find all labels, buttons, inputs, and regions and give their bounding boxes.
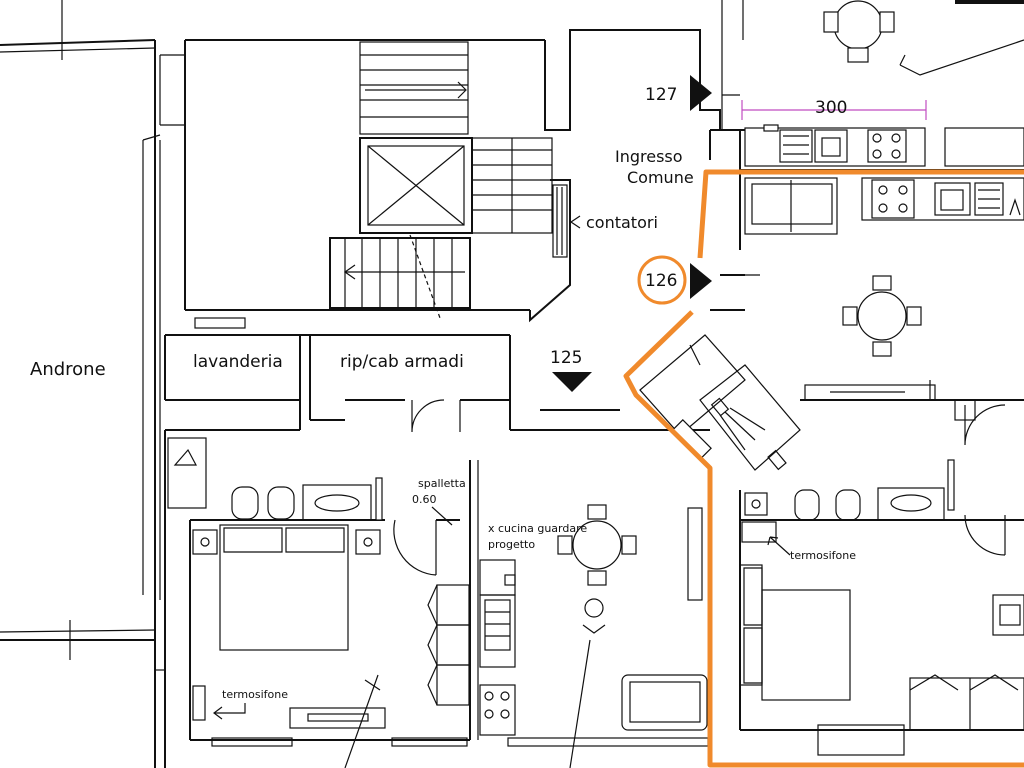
unit-127-arrow-icon bbox=[690, 75, 712, 111]
ingresso-label-line2: Comune bbox=[627, 168, 694, 187]
left-apartment bbox=[164, 429, 710, 768]
contatori-box bbox=[552, 184, 568, 258]
ingresso-label-line1: Ingresso bbox=[615, 147, 683, 166]
unit-125-label: 125 bbox=[550, 348, 582, 368]
unit-126-boundary-top bbox=[697, 169, 1024, 259]
androne-label: Androne bbox=[30, 359, 106, 380]
termosifone-left-label: termosifone bbox=[222, 688, 288, 701]
unit-127-area bbox=[741, 0, 1024, 167]
unit-126-area bbox=[639, 169, 1024, 756]
unit-127-label: 127 bbox=[645, 85, 677, 105]
lavanderia-label: lavanderia bbox=[193, 352, 283, 372]
unit-126-highlight-circle bbox=[637, 255, 687, 305]
spalletta-label: spalletta bbox=[418, 477, 466, 490]
contatori-label: contatori bbox=[586, 213, 658, 232]
unit-125-arrow-icon bbox=[552, 372, 592, 392]
termosifone-right-label: termosifone bbox=[790, 549, 856, 562]
common-corridor bbox=[699, 0, 745, 311]
androne-area bbox=[0, 0, 166, 768]
cucina-note-line2: progetto bbox=[488, 538, 535, 551]
unit-126-label[interactable]: 126 bbox=[645, 271, 677, 291]
service-rooms bbox=[164, 334, 620, 433]
stairwell bbox=[159, 0, 744, 329]
unit-126-boundary bbox=[623, 310, 1024, 768]
rip-cab-label: rip/cab armadi bbox=[340, 352, 464, 372]
dimension-label: 300 bbox=[815, 98, 847, 118]
cucina-note-line1: x cucina guardare bbox=[488, 522, 587, 535]
unit-126-arrow-icon bbox=[690, 263, 712, 299]
spalletta-value: 0.60 bbox=[412, 493, 437, 506]
